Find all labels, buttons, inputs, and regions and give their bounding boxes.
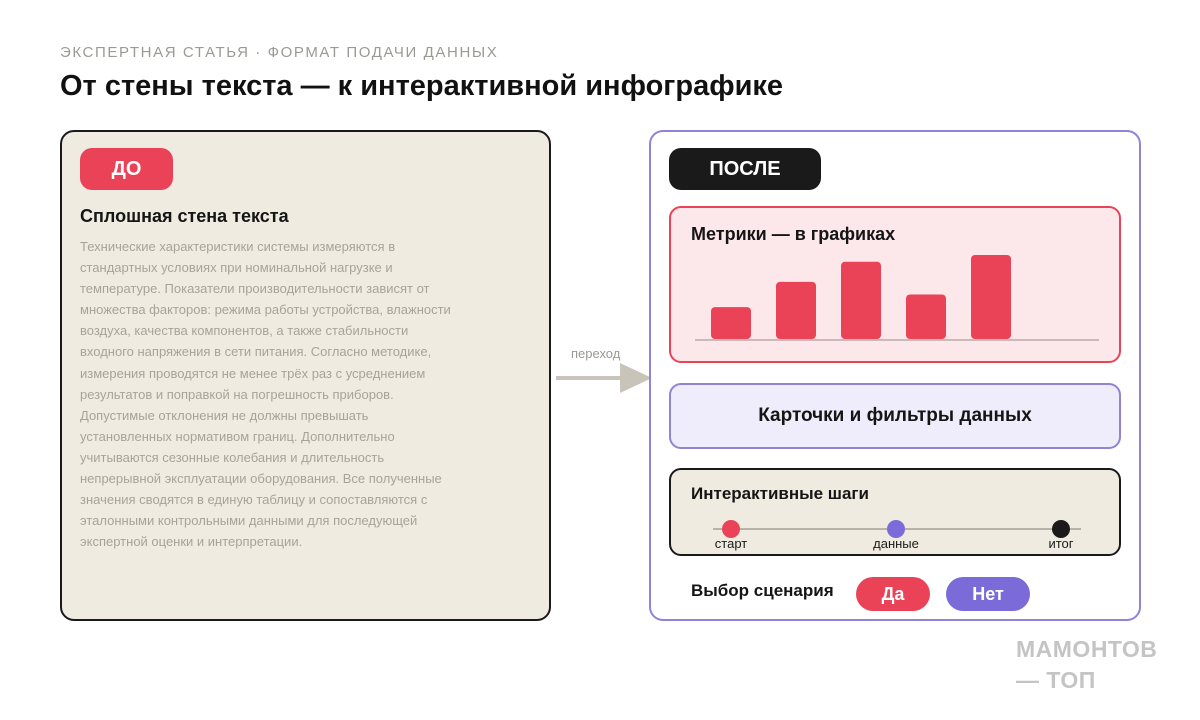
eyebrow: ЭКСПЕРТНАЯ СТАТЬЯ · ФОРМАТ ПОДАЧИ ДАННЫХ bbox=[60, 44, 499, 61]
metrics-bar-chart bbox=[695, 255, 1099, 341]
metrics-bar bbox=[841, 261, 881, 339]
logo-line-2: — ТОП bbox=[1016, 667, 1096, 693]
before-panel: ДО Сплошная стена текста Технические хар… bbox=[60, 130, 551, 621]
before-heading: Сплошная стена текста bbox=[80, 206, 289, 226]
scenario-label: Выбор сценария bbox=[691, 581, 834, 600]
metrics-bar bbox=[776, 281, 816, 339]
step-label: данные bbox=[873, 536, 919, 551]
steps-track bbox=[713, 520, 1081, 538]
arrow-right-icon bbox=[556, 363, 652, 393]
before-body-text: Технические характеристики системы измер… bbox=[80, 239, 451, 550]
step-dot[interactable] bbox=[722, 520, 740, 538]
after-panel: ПОСЛЕ Метрики — в графиках Карточки и фи… bbox=[649, 130, 1141, 621]
filters-card[interactable]: Карточки и фильтры данных bbox=[669, 383, 1121, 449]
before-badge: ДО bbox=[80, 148, 173, 190]
step-dot[interactable] bbox=[887, 520, 905, 538]
step-label: старт bbox=[714, 536, 748, 551]
transition-label: переход bbox=[571, 346, 621, 361]
step-label: итог bbox=[1048, 536, 1074, 551]
metrics-card-title: Метрики — в графиках bbox=[691, 224, 896, 244]
brand-logo: МАМОНТОВ — ТОП bbox=[1016, 634, 1157, 696]
after-badge: ПОСЛЕ bbox=[669, 148, 821, 190]
steps-card-title: Интерактивные шаги bbox=[691, 484, 869, 503]
logo-line-1: МАМОНТОВ bbox=[1016, 636, 1158, 662]
step-dot[interactable] bbox=[1052, 520, 1070, 538]
metrics-bar bbox=[971, 255, 1011, 339]
yes-button[interactable]: Да bbox=[856, 577, 930, 611]
metrics-bar bbox=[711, 307, 751, 339]
metrics-card[interactable]: Метрики — в графиках bbox=[669, 206, 1121, 363]
page-title: От стены текста — к интерактивной инфогр… bbox=[60, 70, 784, 102]
filters-card-title: Карточки и фильтры данных bbox=[758, 405, 1032, 426]
no-button[interactable]: Нет bbox=[946, 577, 1030, 611]
steps-card: Интерактивные шаги старт данные итог bbox=[669, 468, 1121, 556]
metrics-bar bbox=[906, 294, 946, 339]
